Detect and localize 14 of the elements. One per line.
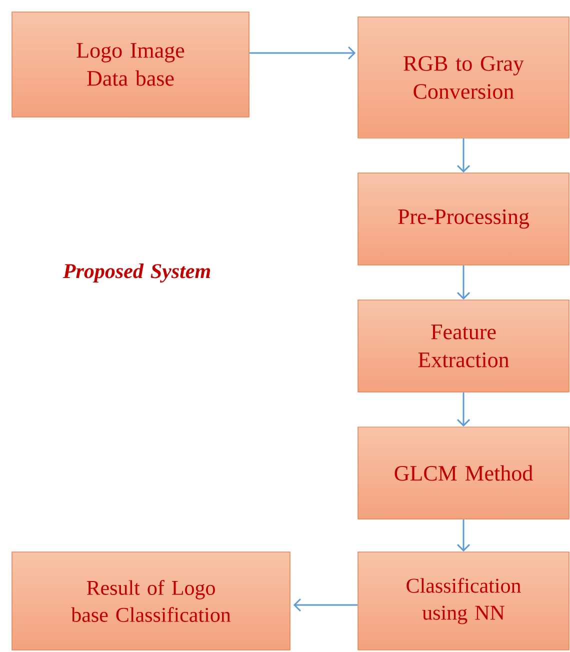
process-box: Logo Image Data base <box>12 12 250 118</box>
process-box: GLCM Method <box>358 426 570 520</box>
arrow <box>293 598 358 612</box>
process-box: Result of Logo base Classification <box>12 552 290 650</box>
arrow <box>456 519 470 552</box>
note-text: Proposed System <box>62 263 210 283</box>
process-box: RGB to Gray Conversion <box>358 16 570 138</box>
arrow <box>456 138 470 173</box>
arrow <box>456 392 470 427</box>
process-box: Feature Extraction <box>358 300 570 392</box>
process-box: Classification using NN <box>358 552 570 650</box>
arrow <box>456 265 470 300</box>
process-box: Pre-Processing <box>358 172 570 266</box>
arrow <box>249 46 356 60</box>
